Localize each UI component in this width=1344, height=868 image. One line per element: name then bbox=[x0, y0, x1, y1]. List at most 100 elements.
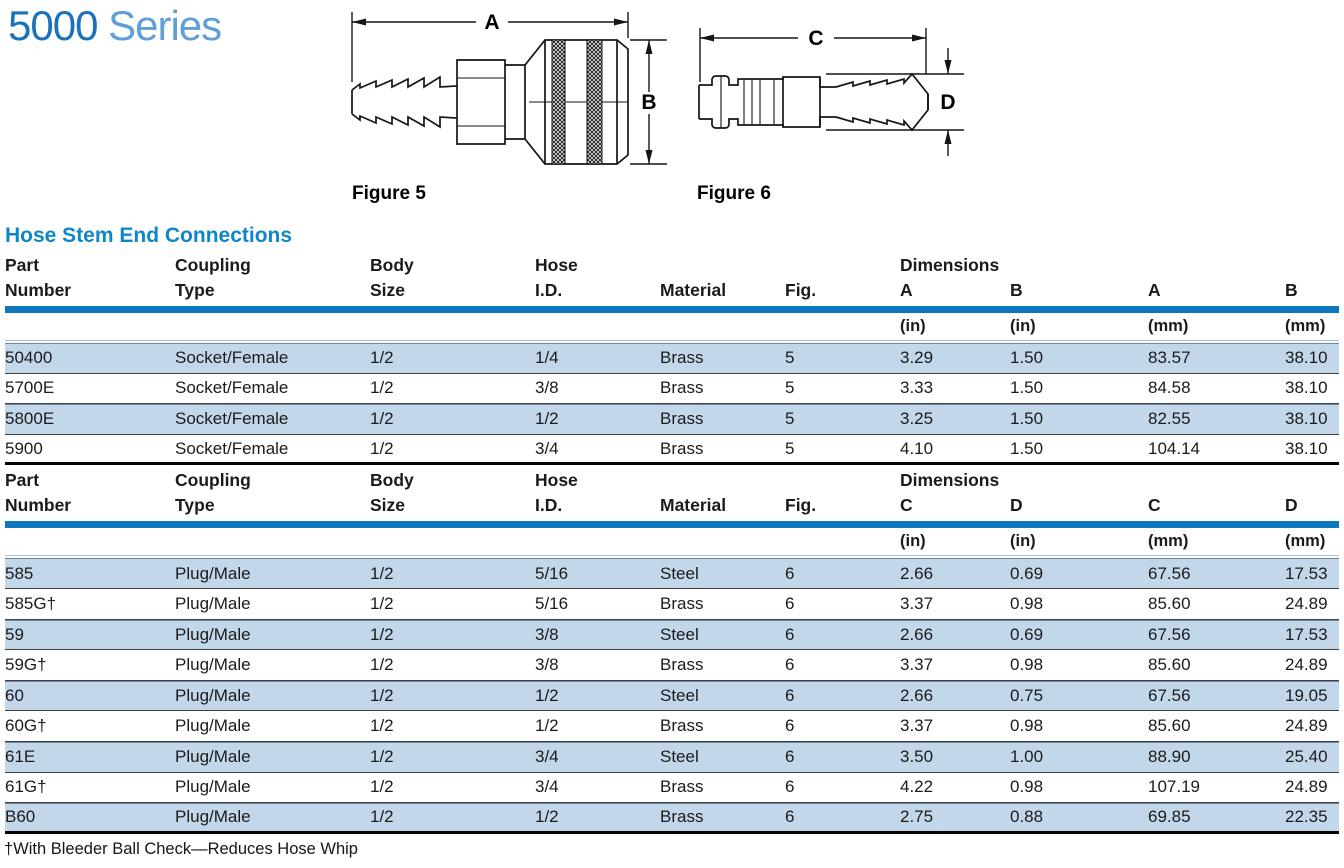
table-cell: 1/2 bbox=[370, 593, 394, 613]
unit-label bbox=[535, 528, 660, 555]
table-cell: 25.40 bbox=[1285, 747, 1328, 767]
table-cell: 83.57 bbox=[1148, 348, 1191, 368]
unit-label bbox=[785, 528, 900, 555]
table-cell: 61E bbox=[5, 747, 36, 767]
table-cell: 0.69 bbox=[1010, 563, 1044, 583]
table-cell: 0.75 bbox=[1010, 686, 1044, 706]
column-header-group bbox=[1010, 468, 1148, 493]
table-cell: 17.53 bbox=[1285, 624, 1328, 644]
table-cell: 6 bbox=[785, 716, 795, 736]
table-cell: 3.37 bbox=[900, 716, 934, 736]
table-cell: 1/2 bbox=[370, 807, 394, 827]
table-cell: Brass bbox=[660, 409, 704, 429]
table-cell: Brass bbox=[660, 807, 704, 827]
table-cell: 3.33 bbox=[900, 378, 934, 398]
column-header-label: Material bbox=[660, 280, 727, 300]
table-cell: 88.90 bbox=[1148, 747, 1191, 767]
column-header: D bbox=[1285, 468, 1339, 518]
table-cell: 24.89 bbox=[1285, 654, 1328, 674]
table-cell: 85.60 bbox=[1148, 593, 1191, 613]
unit-label: (in) bbox=[1010, 532, 1036, 551]
column-header-group bbox=[1285, 253, 1339, 278]
table-cell: Brass bbox=[660, 348, 704, 368]
table-cell: 1.00 bbox=[1010, 747, 1044, 767]
table-cell: 3/8 bbox=[535, 624, 559, 644]
table-cell: 1/2 bbox=[370, 777, 394, 797]
table-cell: 6 bbox=[785, 563, 795, 583]
column-header-group: Dimensions bbox=[900, 255, 1000, 275]
table-cell: 1.50 bbox=[1010, 409, 1044, 429]
table-cell: 38.10 bbox=[1285, 438, 1328, 458]
column-header-group: Body bbox=[370, 255, 414, 275]
table-cell: 3.37 bbox=[900, 654, 934, 674]
table-cell: Brass bbox=[660, 438, 704, 458]
units-row: (in)(in)(mm)(mm) bbox=[5, 528, 1339, 555]
table-cell: Plug/Male bbox=[175, 686, 251, 706]
unit-label bbox=[175, 528, 370, 555]
table-cell: Plug/Male bbox=[175, 747, 251, 767]
column-header: Material bbox=[660, 253, 785, 303]
column-header-group bbox=[660, 253, 785, 278]
unit-label: (in) bbox=[900, 317, 926, 335]
column-header-label: D bbox=[1010, 495, 1023, 516]
table-cell: 67.56 bbox=[1148, 686, 1191, 706]
table-cell: 107.19 bbox=[1148, 777, 1200, 797]
table-cell: 5 bbox=[785, 409, 795, 429]
table-cell: 38.10 bbox=[1285, 409, 1328, 429]
units-rule bbox=[5, 340, 1339, 341]
column-header-label: Fig. bbox=[785, 280, 817, 300]
table-cell: 5700E bbox=[5, 378, 55, 398]
table-cell: 0.98 bbox=[1010, 593, 1044, 613]
column-header-group bbox=[785, 253, 900, 278]
table-cell: 85.60 bbox=[1148, 716, 1191, 736]
table-cell: 38.10 bbox=[1285, 348, 1328, 368]
table-cell: 6 bbox=[785, 686, 795, 706]
table-cell: 59G† bbox=[5, 654, 47, 674]
table-cell: 6 bbox=[785, 807, 795, 827]
table-cell: 1/2 bbox=[370, 378, 394, 398]
column-header-group bbox=[1148, 253, 1285, 278]
unit-label bbox=[660, 313, 785, 340]
footnote: †With Bleeder Ball Check—Reduces Hose Wh… bbox=[4, 840, 358, 858]
dim-label-d: D bbox=[940, 91, 955, 114]
table-cell: 24.89 bbox=[1285, 593, 1328, 613]
table-cell: 1/2 bbox=[370, 624, 394, 644]
unit-label: (in) bbox=[1010, 317, 1036, 335]
table-cell: 22.35 bbox=[1285, 807, 1328, 827]
units-rule bbox=[5, 555, 1339, 557]
table-cell: 6 bbox=[785, 593, 795, 613]
table-cell: B60 bbox=[5, 807, 36, 827]
table-cell: 61G† bbox=[5, 777, 47, 797]
table-cell: 585G† bbox=[5, 593, 57, 613]
table-cell: Brass bbox=[660, 716, 704, 736]
table-cell: 2.66 bbox=[900, 624, 934, 644]
unit-label bbox=[785, 313, 900, 340]
column-header-label: B bbox=[1010, 280, 1023, 300]
column-header-label: Number bbox=[5, 495, 72, 516]
table-cell: 104.14 bbox=[1148, 438, 1200, 458]
table-cell: 4.22 bbox=[900, 777, 934, 797]
column-header: D bbox=[1010, 468, 1148, 518]
unit-label: (in) bbox=[900, 532, 926, 551]
unit-label: (mm) bbox=[1285, 532, 1326, 551]
table-cell: 5 bbox=[785, 438, 795, 458]
unit-label bbox=[535, 313, 660, 340]
table-cell: 0.98 bbox=[1010, 777, 1044, 797]
table-cell: 67.56 bbox=[1148, 563, 1191, 583]
